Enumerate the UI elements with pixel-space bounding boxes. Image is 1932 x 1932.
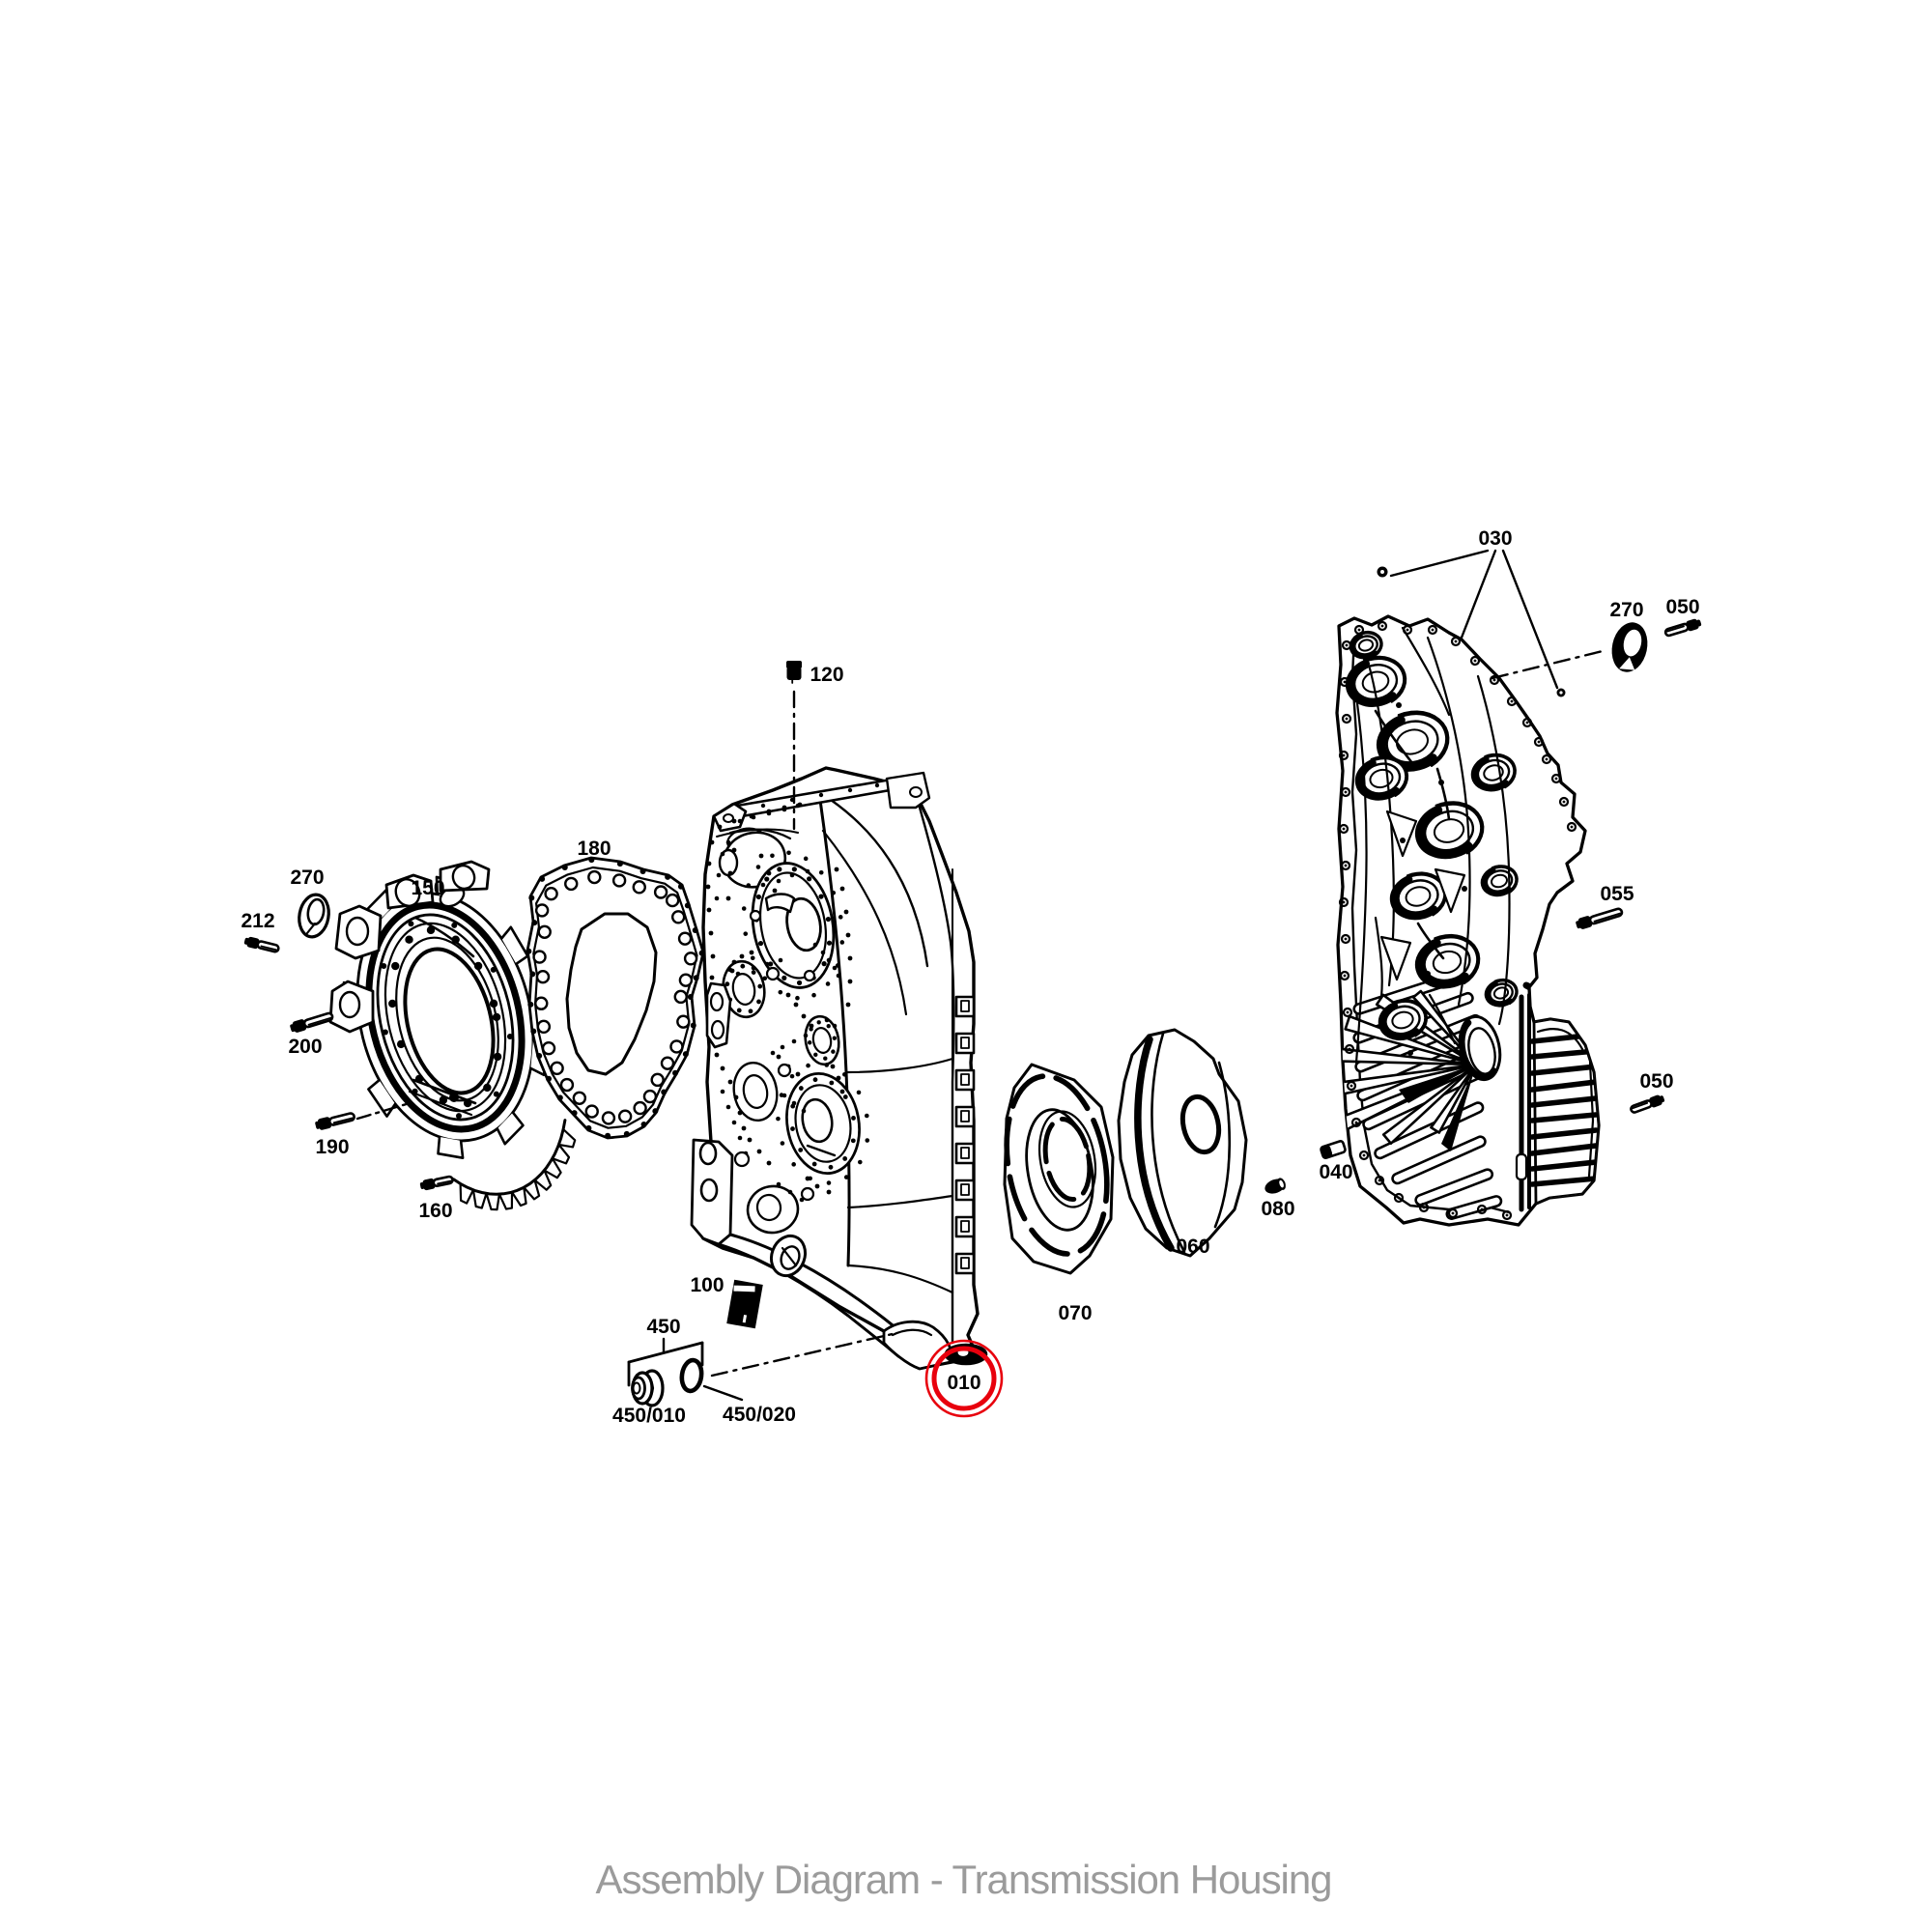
svg-text:080: 080 <box>1261 1198 1294 1220</box>
svg-text:450: 450 <box>646 1316 680 1338</box>
svg-text:120: 120 <box>810 664 843 686</box>
svg-text:150: 150 <box>411 877 444 899</box>
svg-text:450/020: 450/020 <box>723 1404 796 1426</box>
svg-text:270: 270 <box>1609 599 1643 621</box>
svg-text:Assembly Diagram - Transmissio: Assembly Diagram - Transmission Housing <box>596 1857 1333 1902</box>
svg-text:160: 160 <box>418 1200 452 1222</box>
svg-text:450/010: 450/010 <box>612 1405 686 1427</box>
svg-text:180: 180 <box>577 838 611 860</box>
svg-text:010: 010 <box>947 1372 980 1394</box>
svg-text:270: 270 <box>290 867 324 889</box>
svg-text:070: 070 <box>1058 1302 1092 1324</box>
svg-text:050: 050 <box>1665 596 1699 618</box>
svg-text:055: 055 <box>1600 883 1634 905</box>
svg-text:200: 200 <box>288 1036 322 1058</box>
svg-text:190: 190 <box>315 1136 349 1158</box>
svg-text:212: 212 <box>241 910 274 932</box>
svg-text:030: 030 <box>1478 527 1512 550</box>
svg-text:060: 060 <box>1176 1236 1209 1258</box>
svg-text:050: 050 <box>1639 1070 1673 1093</box>
svg-text:040: 040 <box>1319 1161 1352 1183</box>
svg-text:100: 100 <box>690 1274 724 1296</box>
